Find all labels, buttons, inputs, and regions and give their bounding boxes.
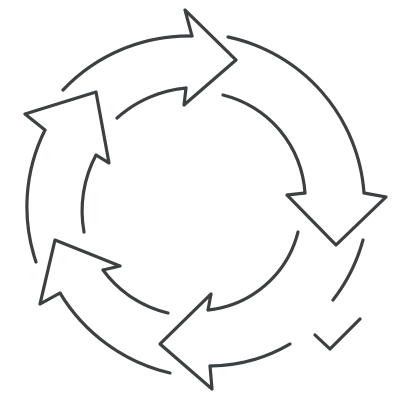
top-arrow-icon <box>61 8 238 120</box>
right-arrow-icon <box>221 35 388 247</box>
outer-dash-icon <box>331 238 365 302</box>
left-arrow-icon <box>38 238 172 375</box>
bottom-arrow-icon <box>158 230 300 391</box>
upper-left-arrow-icon <box>23 90 111 264</box>
checkmark-icon <box>313 317 362 351</box>
